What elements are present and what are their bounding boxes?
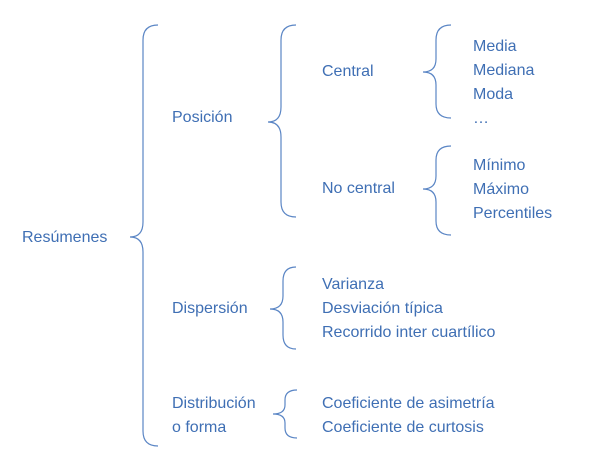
root-label: Resúmenes — [22, 229, 108, 246]
position-brace — [267, 24, 297, 218]
leaf-item: Máximo — [473, 181, 530, 198]
leaf-item: Percentiles — [473, 205, 553, 222]
non-central-brace — [422, 145, 452, 236]
distribution-label-line2: o forma — [172, 419, 227, 436]
central-brace — [422, 24, 452, 119]
leaf-item: Desviación típica — [322, 300, 443, 317]
leaf-item: Recorrido inter cuartílico — [322, 324, 496, 341]
leaf-item: Mediana — [473, 62, 535, 79]
position-label: Posición — [172, 109, 233, 126]
leaf-item: … — [473, 110, 489, 127]
central-label: Central — [322, 63, 374, 80]
leaf-item: Varianza — [322, 276, 384, 293]
distribution-brace — [272, 389, 298, 439]
dispersion-brace — [269, 266, 297, 350]
dispersion-label: Dispersión — [172, 300, 248, 317]
non-central-label: No central — [322, 180, 395, 197]
leaf-item: Media — [473, 38, 517, 55]
distribution-label-line1: Distribución — [172, 395, 256, 412]
root-brace — [129, 24, 159, 447]
leaf-item: Mínimo — [473, 157, 526, 174]
leaf-item: Coeficiente de asimetría — [322, 395, 495, 412]
leaf-item: Coeficiente de curtosis — [322, 419, 484, 436]
leaf-item: Moda — [473, 86, 514, 103]
